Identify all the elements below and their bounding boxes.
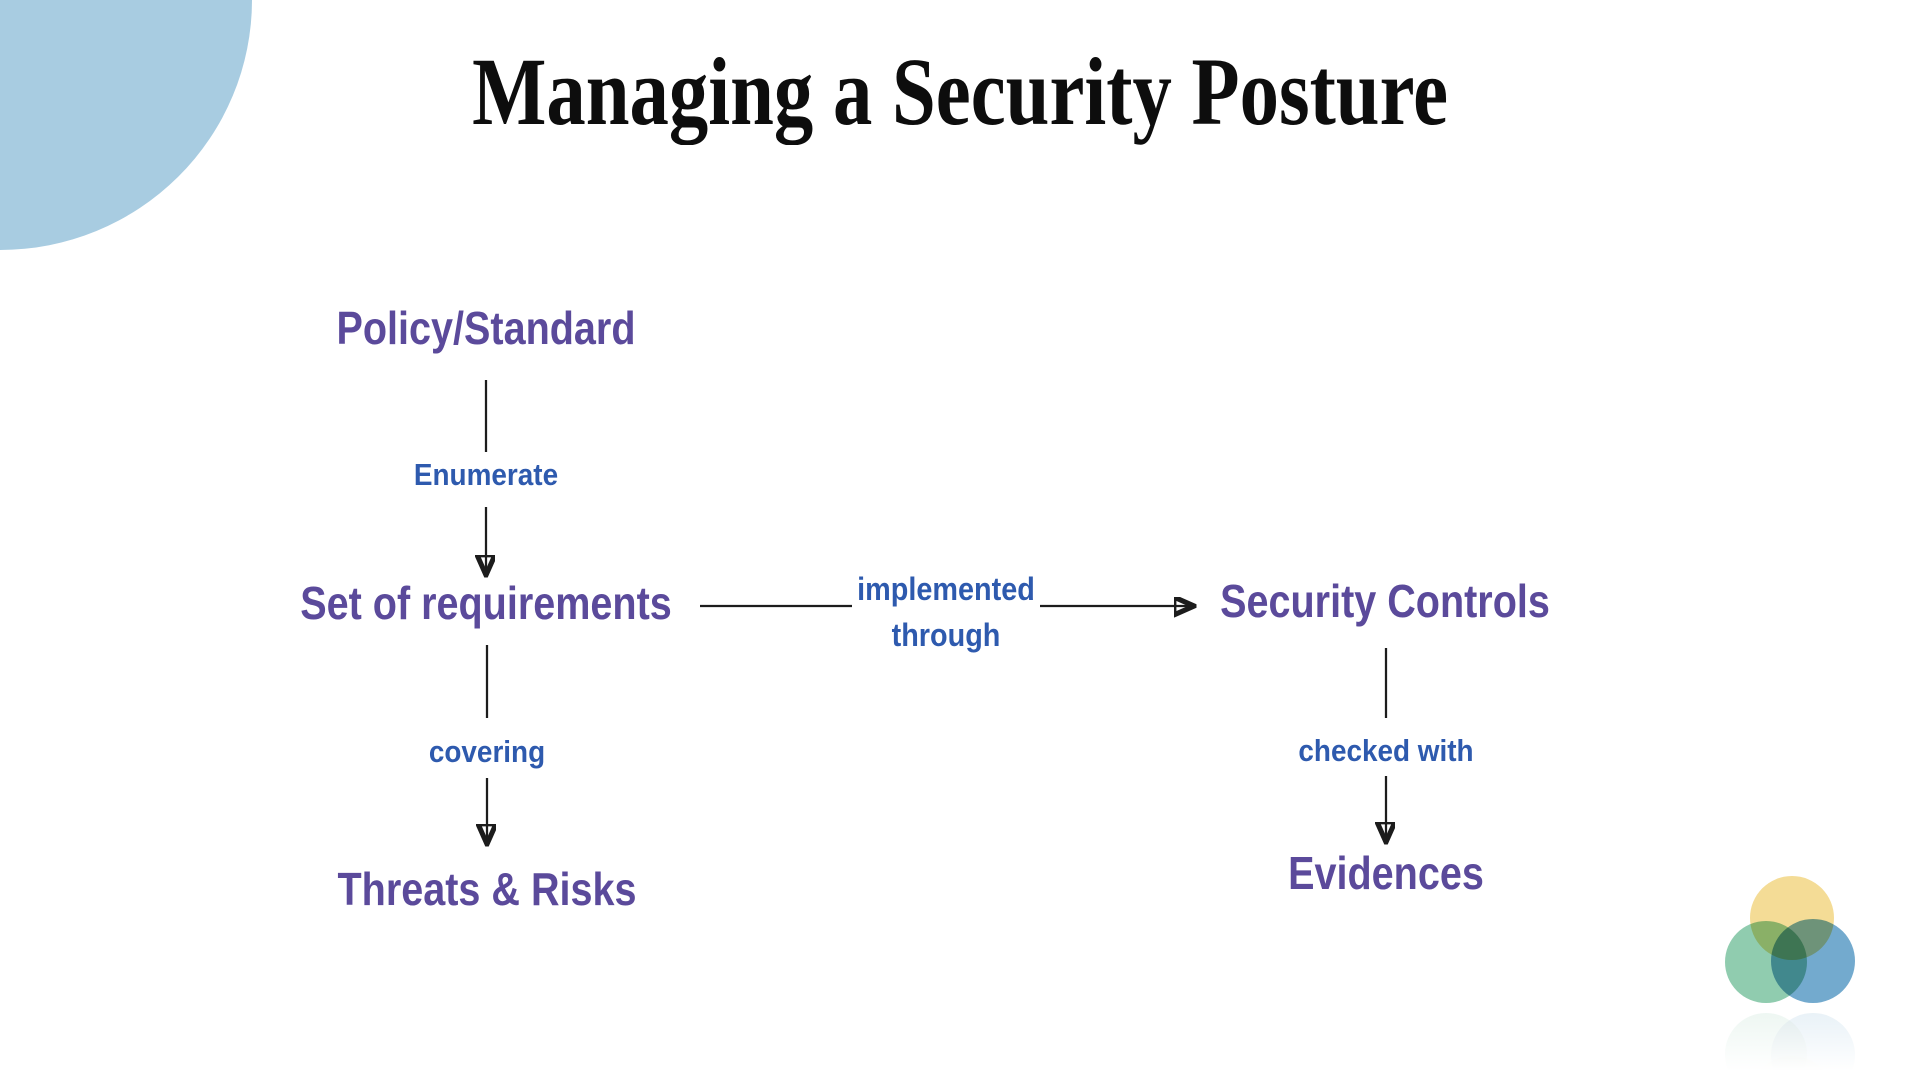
- node-evidences: Evidences: [1272, 850, 1500, 896]
- slide-title-text: Managing a Security Posture: [472, 38, 1448, 145]
- edge-label-checked-with-text: checked with: [1298, 733, 1474, 768]
- edge-label-enumerate-text: Enumerate: [413, 457, 559, 492]
- node-security-controls-label: Security Controls: [1220, 575, 1550, 627]
- edge-label-implemented-through: implemented through: [836, 566, 1056, 659]
- node-threats-risks: Threats & Risks: [313, 866, 661, 912]
- node-set-of-requirements-label: Set of requirements: [300, 577, 672, 629]
- logo-reflection-fade: [1714, 1011, 1870, 1080]
- logo-circle-blue: [1771, 919, 1855, 1003]
- edge-label-covering-text: covering: [428, 734, 546, 769]
- node-evidences-label: Evidences: [1288, 847, 1484, 899]
- node-policy-standard-label: Policy/Standard: [336, 302, 636, 354]
- edge-label-enumerate: Enumerate: [406, 459, 566, 490]
- node-threats-risks-label: Threats & Risks: [337, 863, 637, 915]
- edge-label-implemented-through-text: implemented through: [857, 571, 1035, 654]
- edge-label-covering: covering: [422, 736, 551, 767]
- slide-title: Managing a Security Posture: [0, 44, 1920, 140]
- node-set-of-requirements: Set of requirements: [270, 580, 702, 626]
- logo-venn-circles: [1714, 876, 1870, 1080]
- edge-label-checked-with: checked with: [1289, 735, 1484, 766]
- node-security-controls: Security Controls: [1193, 578, 1576, 624]
- node-policy-standard: Policy/Standard: [312, 305, 660, 351]
- logo-circles-group: [1725, 876, 1855, 1003]
